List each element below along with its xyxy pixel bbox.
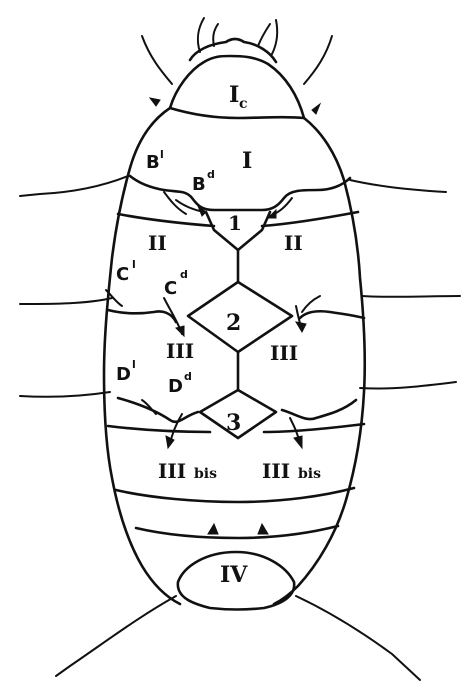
label-C-dorsal: C [164, 278, 177, 299]
label-B-dorsal-sup: d [207, 168, 215, 181]
label-D-lateral: D [116, 364, 131, 385]
label-plate-III-left: III [166, 339, 194, 363]
label-B-dorsal: B [192, 174, 206, 195]
label-D-dorsal: D [168, 376, 183, 397]
label-D-dorsal-sup: d [184, 370, 192, 383]
label-D-lateral-sup: l [132, 358, 136, 371]
label-plate-IV: IV [220, 562, 248, 588]
label-plate-II-left: II [148, 231, 167, 255]
label-plate-IIIbis-right: III [262, 459, 290, 483]
label-central-2: 2 [226, 310, 241, 336]
label-plate-IIIbis-left: III [158, 459, 186, 483]
label-plate-III-right: III [270, 341, 298, 365]
label-B-lateral-sup: l [160, 148, 164, 161]
label-C-dorsal-sup: d [180, 268, 188, 281]
label-plate-II-right: II [284, 231, 303, 255]
label-C-lateral: C [116, 264, 129, 285]
label-head-shield: I [229, 82, 239, 108]
label-plate-I: I [242, 148, 252, 174]
label-central-3: 3 [226, 410, 241, 436]
label-B-lateral: B [146, 152, 160, 173]
plate-IIIbis-lower [136, 524, 338, 538]
label-bis-right: bis [298, 466, 321, 482]
label-head-shield-sub: c [239, 96, 248, 112]
label-central-1: 1 [228, 211, 242, 235]
label-bis-left: bis [194, 466, 217, 482]
label-C-lateral-sup: l [132, 258, 136, 271]
labels: I c I B l B d 1 II II C l C d 2 III III … [116, 82, 321, 588]
